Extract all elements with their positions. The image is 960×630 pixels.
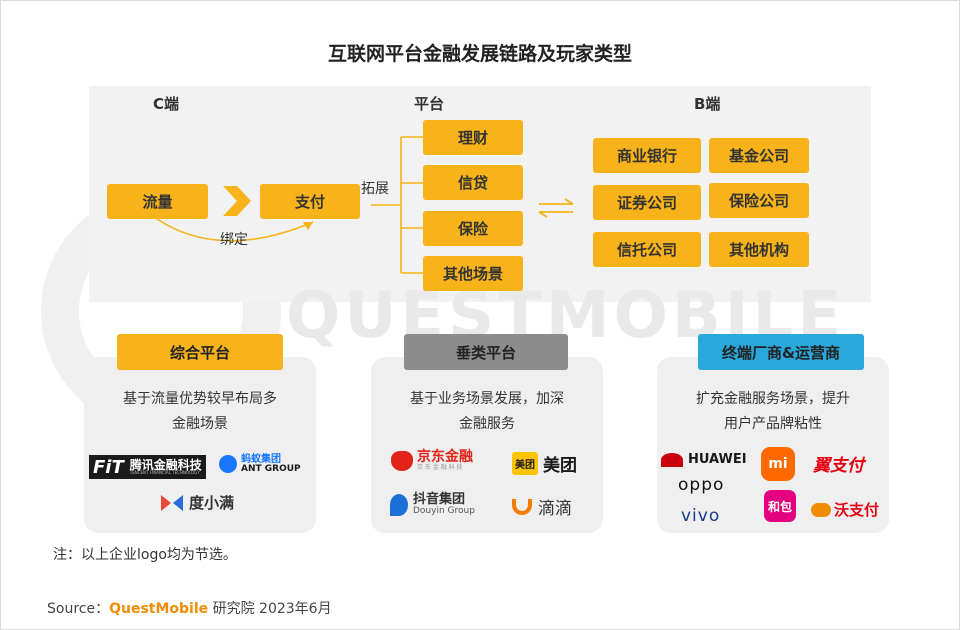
jd-name: 京东金融 <box>417 449 473 465</box>
ant-cn: 蚂蚁集团 <box>241 454 281 465</box>
ant-icon <box>219 455 237 474</box>
platform-item-insurance: 保险 <box>423 211 523 246</box>
logo-vivo: vivo <box>681 506 721 526</box>
platform-item-other: 其他场景 <box>423 256 523 291</box>
traffic-box: 流量 <box>107 184 208 219</box>
card-desc-vertical: 基于业务场景发展，加深 金融服务 <box>371 387 603 437</box>
wopay-icon <box>811 502 831 517</box>
chevron-right-icon <box>223 186 251 216</box>
expand-label: 拓展 <box>361 181 389 197</box>
logo-oppo: oppo <box>678 475 725 495</box>
logo-xiaomi: mi <box>761 447 795 481</box>
logo-huawei: HUAWEI <box>661 452 747 467</box>
bind-curve <box>156 218 314 242</box>
duxiaoman-icon <box>161 494 171 511</box>
logo-yipay: 翼支付 <box>813 456 864 476</box>
b-item-fund-company: 基金公司 <box>709 138 809 173</box>
card-desc-line: 基于业务场景发展，加深 <box>410 391 564 407</box>
payment-box: 支付 <box>260 184 360 219</box>
card-tag-integrated: 综合平台 <box>117 334 283 370</box>
card-vertical-platform <box>371 357 603 533</box>
jd-sub: 京 东 金 融 科 技 <box>417 464 463 472</box>
card-desc-line: 扩充金融服务场景，提升 <box>696 391 850 407</box>
logo-ant-group: 蚂蚁集团 ANT GROUP <box>219 454 301 475</box>
b-item-securities-company: 证券公司 <box>593 185 701 220</box>
b-item-commercial-bank: 商业银行 <box>593 138 701 173</box>
card-desc-line: 用户产品牌粘性 <box>724 416 822 432</box>
meituan-name: 美团 <box>543 456 577 476</box>
source-label: Source： <box>47 601 110 617</box>
logo-meituan: 美团 美团 <box>512 451 577 476</box>
fit-name: 腾讯金融科技 <box>129 458 202 472</box>
huawei-name: HUAWEI <box>688 452 747 467</box>
douyin-icon <box>390 494 408 517</box>
b-end-header: B端 <box>694 95 721 113</box>
card-desc-integrated: 基于流量优势较早布局多 金融场景 <box>84 387 316 437</box>
card-desc-line: 金融场景 <box>172 416 228 432</box>
expand-bracket <box>371 136 423 274</box>
huawei-petal-icon <box>661 452 683 467</box>
logo-duxiaoman: 度小满 <box>161 492 234 513</box>
source-brand: QuestMobile <box>109 601 209 617</box>
logo-douyin-group: 抖音集团 Douyin Group <box>390 492 475 517</box>
meituan-mark: 美团 <box>512 452 538 475</box>
logo-hebao: 和包 <box>764 490 796 522</box>
logo-didi: 滴滴 <box>512 494 572 519</box>
ant-en: ANT GROUP <box>241 464 301 474</box>
douyin-name: 抖音集团 <box>413 492 466 507</box>
card-tag-terminal: 终端厂商&运营商 <box>698 334 864 370</box>
platform-item-credit: 信贷 <box>423 165 523 200</box>
footnote: 注：以上企业logo均为节选。 <box>53 547 237 563</box>
c-end-header: C端 <box>153 95 180 113</box>
logo-tencent-fit: FiT 腾讯金融科技 TENCENT FINANCIAL TECHNOLOGY <box>89 455 206 479</box>
douyin-en: Douyin Group <box>413 506 475 517</box>
logo-jd-finance: 京东金融 京 东 金 融 科 技 <box>391 449 473 472</box>
platform-item-wealth: 理财 <box>423 120 523 155</box>
wopay-name: 沃支付 <box>834 501 880 519</box>
didi-name: 滴滴 <box>538 499 572 519</box>
card-desc-line: 金融服务 <box>459 416 515 432</box>
fit-sub: TENCENT FINANCIAL TECHNOLOGY <box>129 470 200 475</box>
duxiaoman-name: 度小满 <box>189 494 235 512</box>
didi-icon <box>512 498 532 515</box>
b-item-trust-company: 信托公司 <box>593 232 701 267</box>
duxiaoman-icon-b <box>173 494 183 511</box>
card-desc-terminal: 扩充金融服务场景，提升 用户产品牌粘性 <box>657 387 889 437</box>
bind-label: 绑定 <box>220 232 248 248</box>
page-title: 互联网平台金融发展链路及玩家类型 <box>327 43 632 65</box>
card-desc-line: 基于流量优势较早布局多 <box>123 391 277 407</box>
fit-mark: FiT <box>93 456 124 478</box>
source-line: Source：QuestMobile 研究院 2023年6月 <box>47 598 332 618</box>
b-item-insurance-company: 保险公司 <box>709 183 809 218</box>
arrowhead-icon <box>303 222 313 230</box>
logo-wopay: 沃支付 <box>811 499 879 520</box>
platform-header: 平台 <box>414 95 445 113</box>
b-item-other-institution: 其他机构 <box>709 232 809 267</box>
card-tag-vertical: 垂类平台 <box>404 334 568 370</box>
source-rest: 研究院 2023年6月 <box>208 601 332 617</box>
jd-dog-icon <box>391 450 413 471</box>
card-integrated-platform <box>84 357 316 533</box>
